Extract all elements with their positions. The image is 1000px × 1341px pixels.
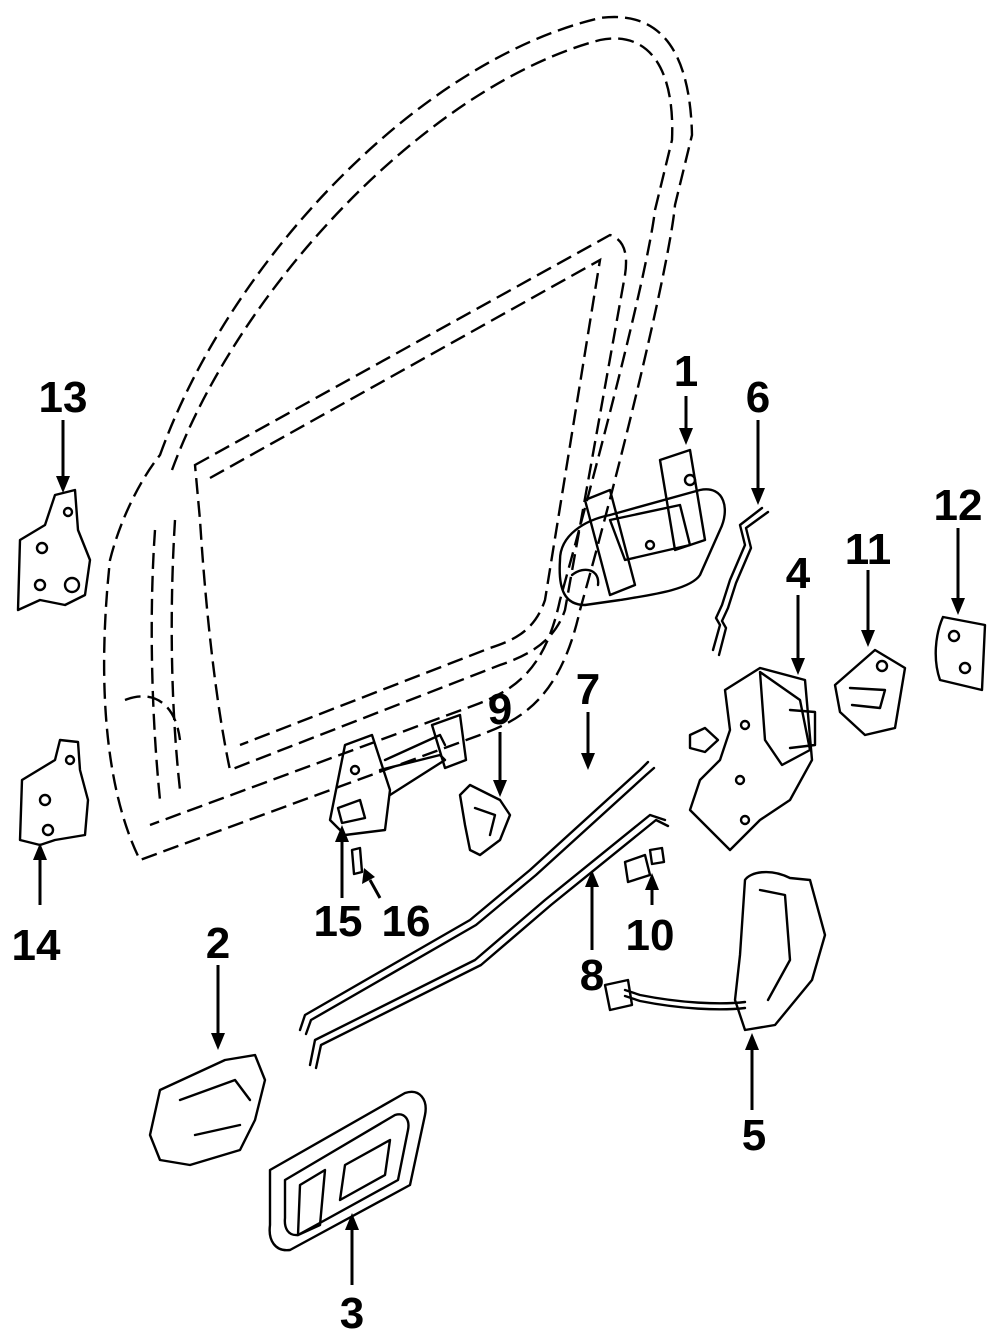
part-small-clip xyxy=(623,846,666,884)
callout-7: 7 xyxy=(576,665,600,714)
door-shell xyxy=(102,15,694,862)
callout-10: 10 xyxy=(626,911,675,960)
callout-6: 6 xyxy=(746,373,770,422)
callout-2: 2 xyxy=(206,919,230,968)
leader-arrows xyxy=(33,396,965,1285)
callout-15: 15 xyxy=(314,897,363,946)
callout-16: 16 xyxy=(382,897,431,946)
part-striker xyxy=(833,648,907,737)
part-striker-plate xyxy=(934,615,987,692)
callout-4: 4 xyxy=(786,549,811,598)
part-lower-hinge xyxy=(18,738,90,847)
callout-labels: 1 6 4 11 12 13 14 9 7 8 10 5 2 3 15 16 xyxy=(12,347,983,1338)
callout-3: 3 xyxy=(340,1289,364,1338)
callout-9: 9 xyxy=(488,685,512,734)
part-lock-actuator xyxy=(603,870,827,1032)
callout-11: 11 xyxy=(845,525,892,574)
callout-1: 1 xyxy=(674,347,698,396)
part-inside-handle xyxy=(148,1053,267,1167)
part-check-pin xyxy=(350,846,364,876)
part-lock-rod xyxy=(711,506,770,657)
part-upper-hinge xyxy=(16,488,92,612)
part-door-check xyxy=(328,713,468,837)
callout-14: 14 xyxy=(12,921,61,970)
callout-12: 12 xyxy=(934,481,983,530)
part-rod-clip xyxy=(458,783,512,857)
part-handle-bezel xyxy=(268,1090,427,1252)
callout-5: 5 xyxy=(742,1111,766,1160)
part-outside-handle xyxy=(558,448,727,607)
callout-8: 8 xyxy=(580,951,604,1000)
part-rods xyxy=(298,760,670,1070)
part-latch-assembly xyxy=(688,666,817,852)
callout-13: 13 xyxy=(39,373,88,422)
